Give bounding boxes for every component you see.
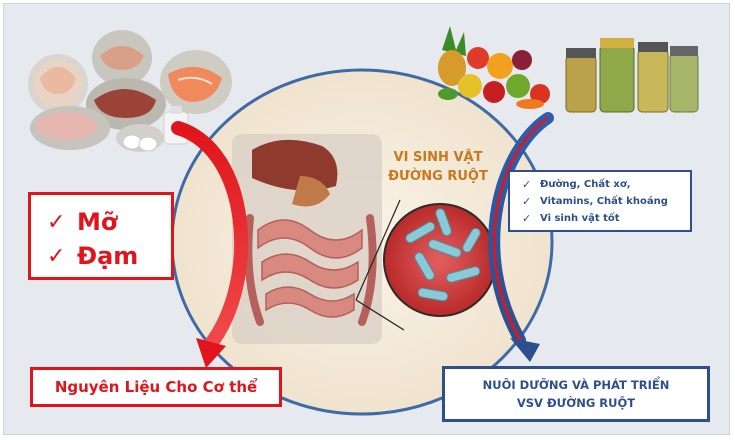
growth-line2: VSV ĐƯỜNG RUỘT <box>516 396 636 410</box>
microbiota-label-line1: VI SINH VẬT <box>393 150 483 165</box>
growth-line1: NUÔI DƯỠNG VÀ PHÁT TRIỂN <box>482 378 670 392</box>
blue-curved-arrow <box>488 112 554 362</box>
check-icon: ✓ <box>522 212 532 225</box>
nutrient-label: Đạm <box>77 242 139 270</box>
zoom-lines <box>355 199 405 331</box>
check-icon: ✓ <box>522 195 532 208</box>
raw-material-label: Nguyên Liệu Cho Cơ thể <box>54 378 258 396</box>
nutrient-label: Mỡ <box>77 208 118 236</box>
bacteria-image <box>383 203 497 317</box>
digestive-system-image <box>232 134 382 344</box>
meat-dairy-image <box>28 30 232 152</box>
fat-protein-box: ✓ Mỡ ✓ Đạm <box>28 192 174 280</box>
fiber-item-label: Vitamins, Chất khoáng <box>540 196 668 207</box>
fiber-item: ✓ Vi sinh vật tốt <box>522 210 690 227</box>
microbiota-label-line2: ĐƯỜNG RUỘT <box>388 169 488 184</box>
fiber-item-label: Vi sinh vật tốt <box>540 213 620 224</box>
check-icon: ✓ <box>522 178 532 191</box>
growth-box: NUÔI DƯỠNG VÀ PHÁT TRIỂN VSV ĐƯỜNG RUỘT <box>442 366 710 422</box>
pickled-jars-image <box>565 38 699 113</box>
check-icon: ✓ <box>47 209 66 235</box>
fiber-vitamin-box: ✓ Đường, Chất xơ, ✓ Vitamins, Chất khoán… <box>508 170 692 232</box>
nutrient-item: ✓ Đạm <box>47 239 171 273</box>
raw-material-box: Nguyên Liệu Cho Cơ thể <box>30 367 282 407</box>
check-icon: ✓ <box>47 243 66 269</box>
nutrient-item: ✓ Mỡ <box>47 205 171 239</box>
fruits-vegetables-image <box>438 26 550 109</box>
fiber-item: ✓ Vitamins, Chất khoáng <box>522 193 690 210</box>
red-curved-arrow <box>171 121 249 368</box>
microbiota-label: VI SINH VẬT ĐƯỜNG RUỘT <box>378 148 498 186</box>
fiber-item: ✓ Đường, Chất xơ, <box>522 176 690 193</box>
fiber-item-label: Đường, Chất xơ, <box>540 179 631 190</box>
